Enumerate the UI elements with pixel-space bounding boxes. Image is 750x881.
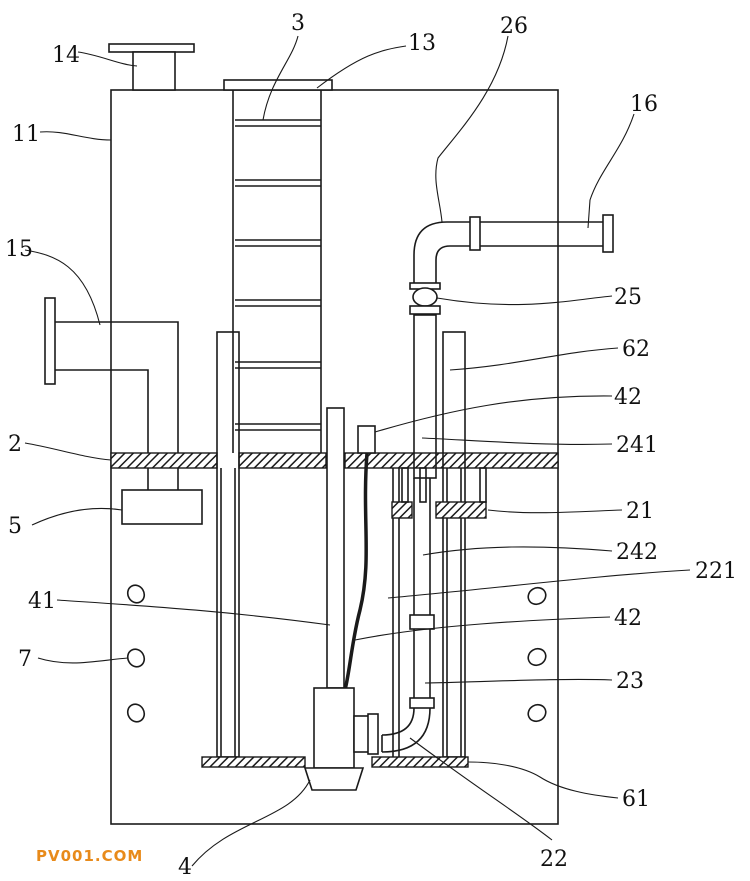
label-221: 221 [695, 559, 737, 584]
lifting-rod [326, 407, 345, 689]
right-guide-rail [442, 331, 466, 758]
label-42-lower: 42 [614, 606, 642, 631]
label-13: 13 [408, 31, 436, 56]
label-3: 3 [291, 11, 305, 36]
label-15: 15 [5, 237, 33, 262]
junction-box [357, 425, 376, 454]
ladder [232, 90, 322, 453]
vent-pipe [108, 43, 195, 91]
label-62: 62 [622, 337, 650, 362]
watermark: PV001.COM [36, 847, 143, 865]
label-14: 14 [52, 43, 80, 68]
label-7: 7 [18, 647, 32, 672]
leader-lines [24, 35, 691, 867]
label-21: 21 [626, 499, 654, 524]
label-4: 4 [178, 855, 192, 880]
left-guide-rail [216, 331, 240, 758]
label-61: 61 [622, 787, 650, 812]
coupling-bracket [391, 467, 487, 757]
partition-grating [110, 452, 559, 469]
manhole-cover [223, 79, 333, 91]
inlet-pipe [44, 297, 179, 492]
label-41: 41 [28, 589, 56, 614]
label-241: 241 [616, 433, 658, 458]
label-11: 11 [12, 122, 40, 147]
label-25: 25 [614, 285, 642, 310]
power-cable [343, 452, 369, 691]
label-5: 5 [8, 514, 22, 539]
label-2: 2 [8, 432, 22, 457]
label-22: 22 [540, 847, 568, 872]
basket [121, 489, 203, 525]
label-23: 23 [616, 669, 644, 694]
level-floats-right [527, 586, 547, 723]
label-26: 26 [500, 14, 528, 39]
submersible-pump [303, 687, 379, 791]
discharge-pipe [381, 214, 614, 753]
label-42-upper: 42 [614, 385, 642, 410]
level-floats-left [126, 584, 146, 723]
label-242: 242 [616, 540, 658, 565]
label-16: 16 [630, 92, 658, 117]
